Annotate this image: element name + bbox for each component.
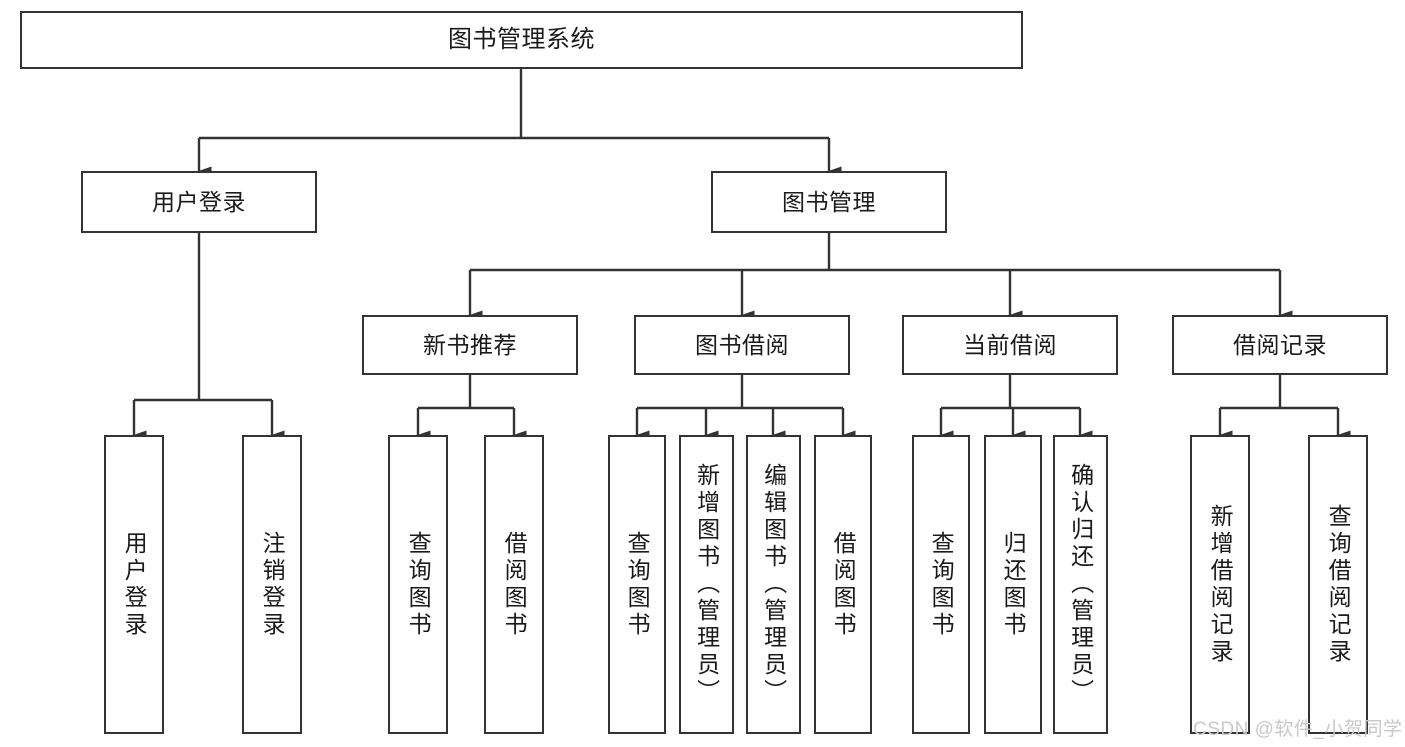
node-root[interactable]: 图书管理系统 <box>20 11 1023 69</box>
node-leaf-return-book[interactable]: 归还图书 <box>984 435 1042 734</box>
node-user-login[interactable]: 用户登录 <box>81 171 317 233</box>
node-leaf-user-logout[interactable]: 注销登录 <box>242 435 302 734</box>
node-leaf-user-login-label: 用户登录 <box>121 530 148 639</box>
node-new-book-recommend[interactable]: 新书推荐 <box>362 315 578 375</box>
node-leaf-return-book-label: 归还图书 <box>1000 530 1027 639</box>
node-current-borrow[interactable]: 当前借阅 <box>902 315 1118 375</box>
node-leaf-confirm-return[interactable]: 确认归还（管理员） <box>1053 435 1108 734</box>
node-leaf-add-book[interactable]: 新增图书（管理员） <box>679 435 734 734</box>
node-leaf-query-book-rec-label: 查询图书 <box>405 530 432 639</box>
node-leaf-query-book-borrow[interactable]: 查询图书 <box>608 435 666 734</box>
node-user-login-label: 用户登录 <box>152 188 246 215</box>
node-root-label: 图书管理系统 <box>448 26 595 53</box>
node-leaf-user-login[interactable]: 用户登录 <box>104 435 164 734</box>
node-current-borrow-label: 当前借阅 <box>963 331 1057 358</box>
node-leaf-borrow-book-label: 借阅图书 <box>830 530 857 639</box>
node-leaf-borrow-book[interactable]: 借阅图书 <box>814 435 872 734</box>
node-leaf-query-record[interactable]: 查询借阅记录 <box>1308 435 1368 734</box>
node-leaf-query-book-borrow-label: 查询图书 <box>624 530 651 639</box>
node-borrow-record-label: 借阅记录 <box>1233 331 1327 358</box>
node-leaf-borrow-book-rec[interactable]: 借阅图书 <box>484 435 544 734</box>
node-book-borrow[interactable]: 图书借阅 <box>634 315 850 375</box>
node-leaf-confirm-return-label: 确认归还（管理员） <box>1067 463 1094 706</box>
node-leaf-query-book-rec[interactable]: 查询图书 <box>388 435 448 734</box>
node-leaf-add-book-label: 新增图书（管理员） <box>693 463 720 706</box>
node-new-book-recommend-label: 新书推荐 <box>423 331 517 358</box>
node-leaf-borrow-book-rec-label: 借阅图书 <box>501 530 528 639</box>
csdn-watermark: CSDN @软件_小贺同学 <box>1193 719 1403 740</box>
node-leaf-query-book-cur[interactable]: 查询图书 <box>912 435 970 734</box>
node-leaf-query-book-cur-label: 查询图书 <box>928 530 955 639</box>
node-leaf-add-record-label: 新增借阅记录 <box>1207 503 1234 666</box>
node-leaf-add-record[interactable]: 新增借阅记录 <box>1190 435 1250 734</box>
node-leaf-edit-book-label: 编辑图书（管理员） <box>760 463 787 706</box>
node-book-borrow-label: 图书借阅 <box>695 331 789 358</box>
node-book-manage-label: 图书管理 <box>782 188 876 215</box>
node-borrow-record[interactable]: 借阅记录 <box>1172 315 1388 375</box>
node-leaf-query-record-label: 查询借阅记录 <box>1325 503 1352 666</box>
node-book-manage[interactable]: 图书管理 <box>711 171 947 233</box>
node-leaf-user-logout-label: 注销登录 <box>259 530 286 639</box>
node-leaf-edit-book[interactable]: 编辑图书（管理员） <box>746 435 801 734</box>
